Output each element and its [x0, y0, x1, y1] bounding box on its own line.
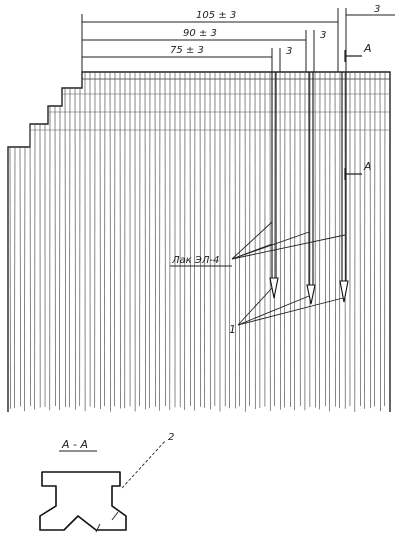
hatch-line — [374, 71, 376, 407]
hatch-line — [14, 146, 16, 409]
dimension-90 — [82, 30, 315, 72]
section-insulation-ticks — [95, 511, 119, 533]
hatch-line — [19, 146, 21, 407]
hatch-line — [194, 71, 196, 411]
item-1-label: 1 — [229, 323, 236, 336]
hatch-line — [29, 123, 31, 407]
hatch-line — [329, 71, 331, 412]
hatch-line — [109, 71, 111, 412]
lacquer-label: Лак ЭЛ-4 — [171, 255, 219, 266]
dimension-gap-90-label: 3 — [320, 30, 326, 41]
hatch-line — [149, 71, 151, 408]
leader-lines-lacquer — [231, 221, 346, 260]
leader-lines-item-1 — [237, 287, 344, 326]
dimension-gap-top-label: 3 — [374, 4, 380, 15]
dimension-90-label: 90 ± 3 — [183, 28, 217, 39]
dimension-gap-75-label: 3 — [286, 46, 292, 57]
hatch-line — [114, 71, 116, 407]
dimension-75 — [82, 48, 281, 72]
hatch-line — [284, 71, 286, 408]
dimension-105 — [81, 8, 395, 72]
section-mark-lower-label: А — [363, 160, 372, 173]
section-mark-lower — [344, 168, 362, 180]
hatch-line — [59, 105, 61, 411]
lamination-hatching — [9, 71, 386, 413]
hatch-line — [239, 71, 241, 407]
hatch-line — [204, 71, 206, 408]
hatch-line — [364, 71, 366, 409]
hatch-line — [279, 71, 281, 410]
leader-line-item-2 — [121, 439, 167, 489]
probe-wires — [269, 72, 349, 305]
hatch-line — [234, 71, 236, 409]
hatch-line — [64, 87, 66, 408]
hatch-line — [159, 71, 161, 411]
dimension-75-label: 75 ± 3 — [170, 45, 204, 56]
hatch-line — [104, 71, 106, 407]
conductor-cross-section — [39, 471, 127, 531]
hatch-line — [199, 71, 201, 407]
item-2-label: 2 — [168, 432, 174, 443]
hatch-line — [154, 71, 156, 407]
hatch-line — [244, 71, 246, 412]
dimension-105-label: 105 ± 3 — [196, 10, 236, 21]
hatch-line — [369, 71, 371, 409]
hatch-line — [69, 87, 71, 408]
section-mark-upper — [344, 50, 362, 62]
section-view-title: А - А — [61, 438, 88, 451]
hatch-line — [379, 71, 381, 412]
hatch-line — [289, 71, 291, 408]
hatch-line — [24, 146, 26, 412]
hatch-line — [334, 71, 336, 407]
hatch-line — [189, 71, 191, 407]
section-mark-upper-label: А — [363, 42, 372, 55]
